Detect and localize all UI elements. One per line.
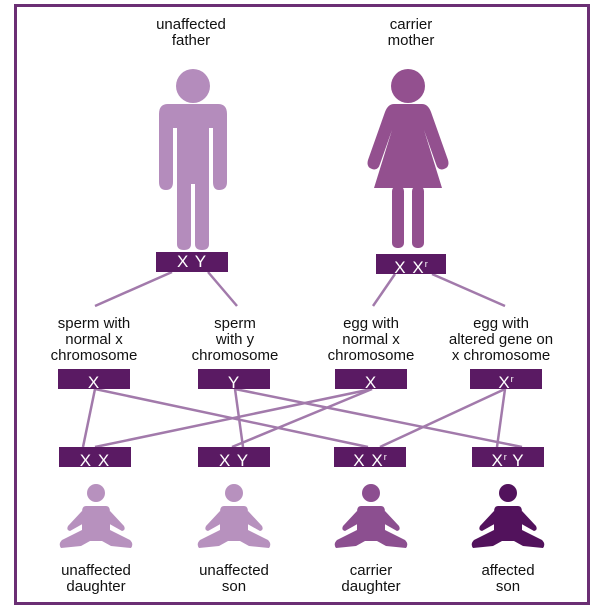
offspring-marker: r (503, 452, 507, 462)
affected-son-icon (471, 484, 545, 548)
gamete-genotype: X (87, 373, 101, 392)
offspring-label-affected-son: affected son (481, 562, 535, 595)
offspring-box-carrier-daughter: X Xr (334, 447, 406, 470)
father-label: unaffected father (156, 16, 226, 49)
gamete-genotype: X (364, 373, 378, 392)
offspring-label-unaffected-son: unaffected son (199, 562, 269, 595)
father-genotype-box: X Y (156, 252, 228, 272)
offspring-label-carrier-daughter: carrier daughter (341, 562, 401, 595)
gamete-label-egg-x: egg with normal x chromosome (327, 315, 415, 364)
offspring-genotype: X Y (218, 451, 250, 470)
gamete-marker: r (510, 374, 514, 384)
offspring-box-unaffected-son: X Y (198, 447, 270, 470)
connector-father-to-y-sperm (207, 271, 238, 307)
cross-line-x-egg-to-xy (231, 387, 373, 449)
offspring-marker: r (383, 452, 387, 462)
cross-line-x-sperm-to-xx (81, 388, 97, 448)
mother-genotype-box: X Xr (376, 254, 446, 277)
offspring-label-unaffected-daughter: unaffected daughter (61, 562, 131, 595)
unaffected-son-icon (197, 484, 271, 548)
mother-genotype: X X (394, 258, 425, 277)
gamete-genotype: X (498, 373, 511, 392)
mother-figure-icon (367, 69, 449, 248)
father-figure-icon (159, 69, 227, 250)
gamete-box-sperm-x: X (58, 369, 130, 392)
offspring-box-unaffected-daughter: X X (59, 447, 131, 470)
mother-genotype-marker: r (424, 259, 428, 269)
offspring-genotype-tail: Y (506, 451, 525, 470)
gamete-box-sperm-y: Y (198, 369, 270, 392)
gamete-label-sperm-x: sperm with normal x chromosome (50, 315, 138, 364)
diagram-frame (14, 4, 590, 605)
gamete-genotype: Y (227, 373, 241, 392)
gamete-box-egg-xr: Xr (470, 369, 542, 392)
father-genotype: X Y (176, 252, 208, 271)
offspring-genotype: X (491, 451, 504, 470)
connector-mother-to-xr-egg (431, 272, 506, 308)
gamete-box-egg-x: X (335, 369, 407, 392)
cross-line-y-sperm-to-xry (234, 387, 523, 449)
connector-father-to-x-sperm (94, 270, 173, 308)
cross-line-x-egg-to-xx (94, 387, 373, 449)
cross-line-xr-egg-to-xxr (379, 387, 506, 449)
carrier-daughter-icon (334, 484, 408, 548)
offspring-genotype: X X (353, 451, 384, 470)
gamete-label-egg-xr: egg with altered gene on x chromosome (448, 315, 554, 364)
offspring-genotype: X X (79, 451, 111, 470)
connector-mother-to-x-egg (371, 273, 397, 307)
gamete-label-sperm-y: sperm with y chromosome (191, 315, 279, 364)
cross-line-xr-egg-to-xry (495, 388, 507, 448)
offspring-box-affected-son: Xr Y (472, 447, 544, 470)
mother-label: carrier mother (387, 16, 435, 49)
unaffected-daughter-icon (59, 484, 133, 548)
